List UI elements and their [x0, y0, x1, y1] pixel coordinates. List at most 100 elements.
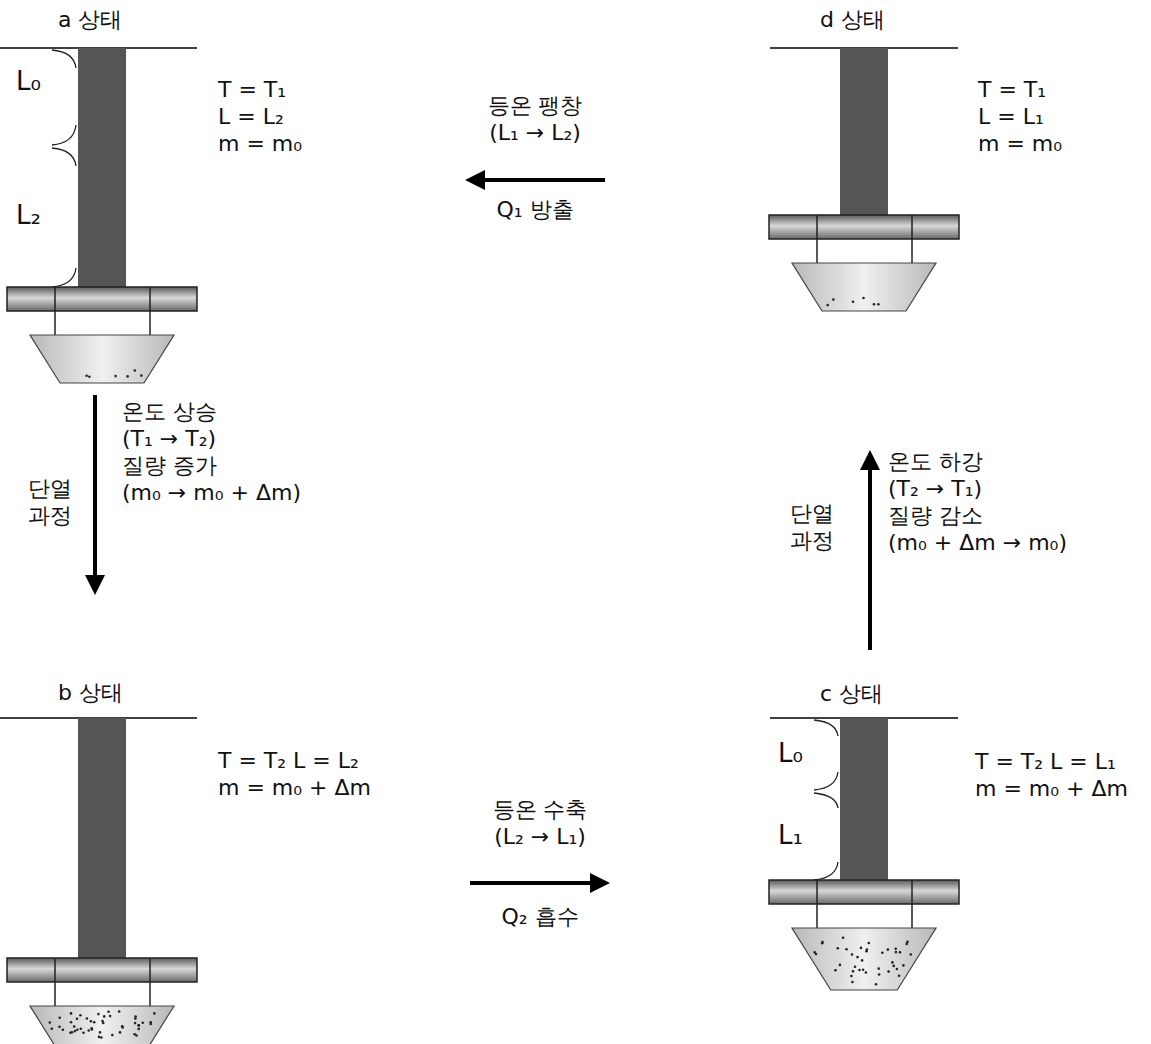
process-arrow: [465, 170, 605, 190]
state-heading: c 상태: [820, 680, 883, 707]
length-label: L₂: [16, 200, 41, 230]
bracket-arc: [814, 862, 838, 880]
sand-grain: [862, 969, 865, 972]
sand-grain: [887, 970, 890, 973]
plate-divider: [816, 880, 818, 904]
sand-grain: [865, 950, 868, 953]
sand-grain: [88, 376, 91, 379]
hanging-string: [54, 982, 56, 1006]
sand-grain: [839, 964, 842, 967]
arrow-head: [85, 575, 105, 595]
sand-bucket: [30, 1006, 174, 1044]
sand-grain: [851, 981, 854, 984]
sand-grain: [826, 304, 829, 307]
sand-grain: [850, 975, 853, 978]
edge-label: 온도 하강 (T₂ → T₁) 질량 감소 (m₀ + Δm → m₀): [888, 448, 1067, 556]
weight-assembly: [0, 718, 197, 1044]
state-panel: c 상태 T = T₂ L = L₁ m = m₀ + Δm: [610, 650, 1151, 1044]
sand-grain: [875, 983, 878, 986]
edge-label: 등온 팽창 (L₁ → L₂): [488, 92, 583, 146]
sand-grain: [906, 941, 909, 944]
rubber-band: [840, 718, 888, 880]
sand-grain: [854, 965, 857, 968]
sand-grain: [881, 952, 884, 955]
sand-grain: [74, 1030, 77, 1033]
sand-grain: [73, 1025, 76, 1028]
sand-grain: [856, 956, 859, 959]
sand-grain: [898, 974, 901, 977]
process-label: 단열 과정: [28, 475, 72, 529]
sand-grain: [137, 1028, 140, 1031]
sand-grain: [135, 1034, 138, 1037]
bracket-arc: [814, 720, 838, 736]
plate-divider: [149, 958, 151, 982]
state-heading: b 상태: [58, 679, 123, 706]
sand-grain: [858, 969, 861, 972]
sand-grain: [90, 1027, 93, 1030]
arrow-shaft: [93, 395, 97, 577]
weight-assembly: [769, 48, 959, 311]
sand-grain: [902, 964, 905, 967]
sand-grain: [87, 1029, 90, 1032]
hanging-string: [816, 239, 818, 263]
sand-grain: [69, 1032, 72, 1035]
sand-grain: [70, 1012, 73, 1015]
sand-grain: [153, 1012, 156, 1015]
sand-grain: [821, 942, 824, 945]
state-panel: b 상태T = T₂ L = L₂ m = m₀ + Δm: [0, 595, 470, 1044]
sand-grain: [140, 374, 143, 377]
process-arrow: [860, 450, 880, 650]
sand-grain: [76, 1017, 79, 1020]
arrow-shaft: [868, 468, 872, 650]
sand-grain: [894, 947, 897, 950]
sand-grain: [107, 1010, 110, 1013]
edge-label: 온도 상승 (T₁ → T₂) 질량 증가 (m₀ → m₀ + Δm): [122, 398, 301, 506]
process-arrow: [470, 873, 610, 893]
sand-grain: [861, 959, 864, 962]
bracket-arc: [52, 268, 76, 287]
plate-divider: [911, 880, 913, 904]
hanging-string: [911, 239, 913, 263]
holder-plate: [769, 880, 959, 904]
arrow-head: [465, 170, 485, 190]
weight-assembly: [769, 718, 959, 990]
sand-grain: [119, 1031, 122, 1034]
length-label: L₁: [778, 820, 803, 850]
hanging-string: [149, 982, 151, 1006]
sand-grain: [895, 951, 898, 954]
bracket-arc: [814, 772, 838, 790]
bracket-arc: [52, 50, 76, 68]
sand-grain: [99, 1031, 102, 1034]
sand-grain: [82, 1032, 85, 1035]
sand-grain: [100, 1036, 103, 1039]
sand-grain: [62, 1028, 65, 1031]
sand-grain: [58, 1025, 61, 1028]
sand-grain: [910, 953, 913, 956]
arrow-head: [860, 450, 880, 470]
plate-divider: [816, 215, 818, 239]
weight-assembly: [0, 48, 197, 383]
sand-grain: [887, 948, 890, 951]
sand-grain: [98, 1036, 101, 1039]
sand-grain: [49, 1021, 52, 1024]
sand-grain: [102, 1022, 105, 1025]
process-label: 단열 과정: [790, 500, 834, 554]
arrow-head: [590, 873, 610, 893]
length-brackets: [52, 50, 838, 880]
state-values: T = T₂ L = L₁ m = m₀ + Δm: [975, 748, 1128, 802]
heat-label: Q₁ 방출: [496, 196, 573, 223]
length-label: L₀: [778, 738, 803, 768]
hanging-string: [54, 311, 56, 335]
sand-grain: [109, 1015, 112, 1018]
edge-label: 등온 수축 (L₂ → L₁): [493, 796, 588, 850]
sand-grain: [134, 369, 137, 372]
state-heading: a 상태: [58, 6, 122, 33]
plate-divider: [54, 958, 56, 982]
sand-grain: [137, 1024, 140, 1027]
sand-grain: [852, 300, 855, 303]
sand-grain: [86, 1017, 89, 1020]
rubber-band: [840, 48, 888, 215]
state-panel: a 상태T = T₁ L = L₂ m = m₀: [0, 0, 465, 395]
bracket-arc: [52, 125, 76, 145]
rubber-band: [78, 48, 126, 287]
